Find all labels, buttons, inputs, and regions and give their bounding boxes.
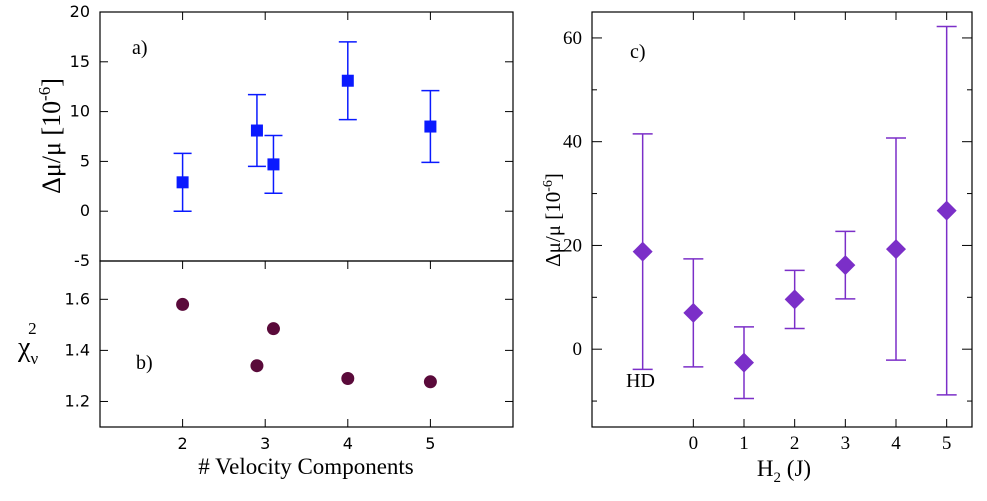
panel-c-xlabel: H2 (J)	[757, 456, 811, 486]
panel-c: 0 20 40 60 0 1 2 3 4 5 c) HD Δμ/μ [10-6] H2 (J)	[541, 11, 973, 486]
panel-a-points	[173, 41, 440, 212]
x-tick-label: 5	[942, 433, 952, 454]
y-tick-label: 40	[563, 132, 582, 153]
panel-b-frame	[99, 260, 514, 428]
panel-c-ylabel: Δμ/μ [10-6]	[541, 173, 565, 267]
data-point-circle	[266, 322, 280, 336]
x-tick-label: 0	[689, 433, 699, 454]
panel-c-points	[632, 25, 957, 400]
data-point-circle	[250, 359, 264, 373]
y-tick-label: 0	[80, 201, 90, 220]
data-point-circle	[341, 371, 355, 385]
y-tick-label: 15	[70, 52, 90, 71]
data-point-diamond	[835, 255, 856, 276]
panel-b-ylabel: χν2	[17, 319, 38, 368]
panel-c-label: c)	[630, 41, 646, 63]
panel-a: -5 0 5 10 15 20 a) Δμ/μ [10-6]	[35, 2, 514, 270]
panel-b-yticks: 1.2 1.4 1.6	[65, 289, 513, 410]
panel-c-xticks: 0 1 2 3 4 5	[689, 12, 952, 454]
y-tick-label: -5	[74, 251, 90, 270]
data-point-diamond	[936, 200, 957, 221]
panel-c-yticks: 0 20 40 60	[563, 28, 972, 402]
x-tick-label: 2	[790, 433, 800, 454]
panel-b: 1.2 1.4 1.6 2 3 4 5 b) χν2 # Velocity Compone…	[17, 260, 514, 479]
panel-c-frame	[591, 11, 973, 428]
y-tick-label: 10	[70, 102, 90, 121]
data-point-diamond	[632, 241, 653, 262]
panel-a-ylabel: Δμ/μ [10-6]	[35, 78, 66, 194]
data-point-diamond	[784, 289, 805, 310]
panel-b-xticks: 2 3 4 5	[178, 261, 435, 453]
y-tick-label: 20	[563, 235, 582, 256]
y-tick-label: 1.2	[65, 391, 90, 410]
y-tick-label: 1.6	[65, 289, 90, 308]
data-point-square	[176, 176, 189, 189]
data-point-square	[341, 74, 354, 87]
y-tick-label: 5	[80, 151, 90, 170]
panel-b-label: b)	[136, 352, 153, 374]
x-tick-label: 3	[841, 433, 851, 454]
panel-a-frame	[99, 11, 514, 262]
panel-a-xticks	[182, 12, 431, 20]
panel-b-xlabel: # Velocity Components	[198, 454, 414, 479]
panel-c-annotation: HD	[626, 370, 655, 392]
y-tick-label: 1.4	[65, 340, 90, 359]
panel-a-label: a)	[132, 37, 148, 59]
data-point-square	[250, 124, 263, 137]
data-point-diamond	[734, 352, 754, 373]
panel-a-yticks: -5 0 5 10 15 20	[70, 2, 513, 270]
panel-b-points	[176, 297, 437, 389]
x-tick-label: 4	[891, 433, 901, 454]
data-point-circle	[176, 297, 190, 311]
data-point-diamond	[886, 239, 906, 260]
data-point-circle	[423, 375, 437, 389]
x-tick-label: 4	[343, 434, 353, 453]
y-tick-label: 60	[563, 28, 582, 49]
y-tick-label: 20	[70, 2, 90, 21]
x-tick-label: 5	[425, 434, 435, 453]
data-point-square	[267, 158, 280, 171]
data-point-square	[424, 120, 437, 133]
y-tick-label: 0	[573, 339, 583, 360]
x-tick-label: 3	[260, 434, 270, 453]
x-tick-label: 2	[178, 434, 188, 453]
x-tick-label: 1	[739, 433, 749, 454]
data-point-diamond	[683, 302, 704, 323]
